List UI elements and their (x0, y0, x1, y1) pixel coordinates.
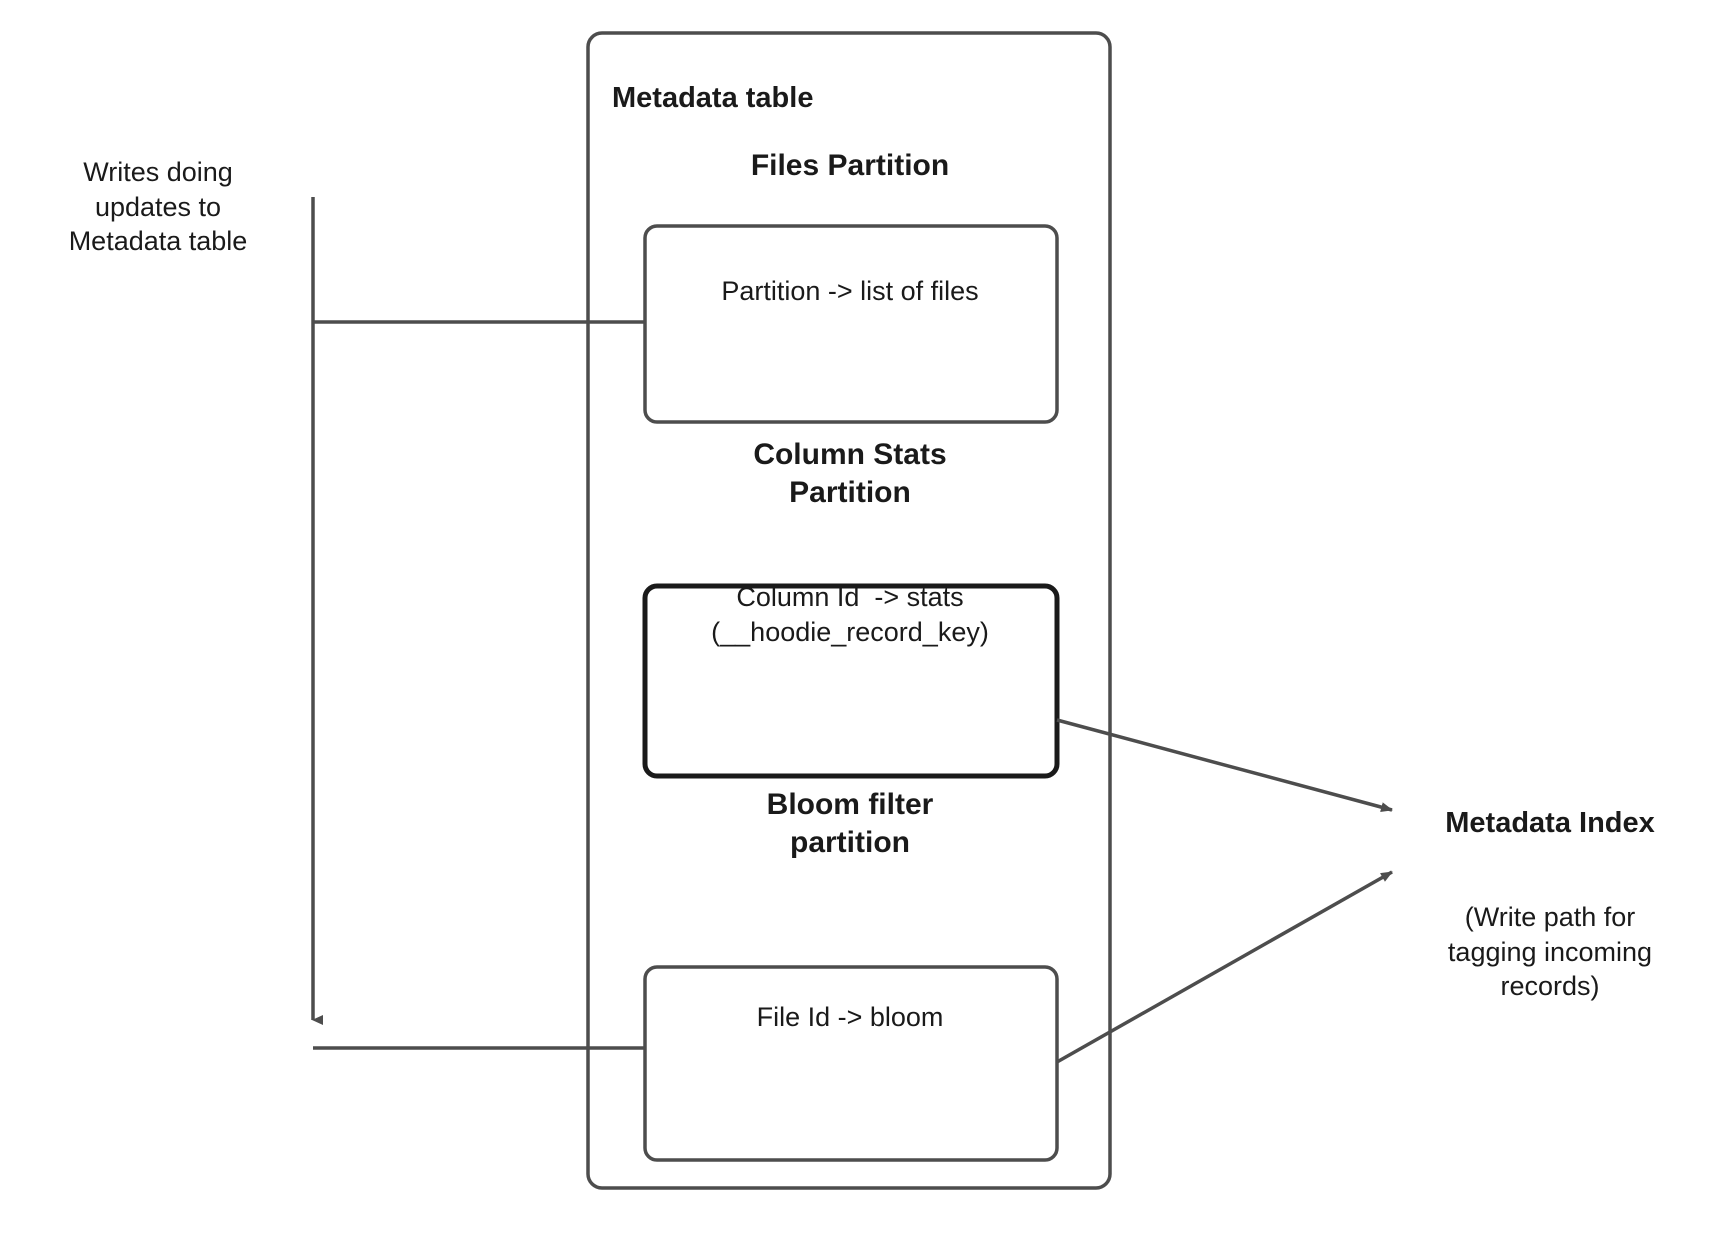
files-partition-heading: Files Partition (750, 149, 950, 182)
metadata-table-title: Metadata table (612, 82, 814, 114)
files-partition-box (643, 224, 1059, 424)
connector-column-stats-to-metadata-index (1056, 718, 1393, 812)
bloom-filter-partition-box (643, 965, 1059, 1162)
column-stats-partition-heading: Column Stats Partition (753, 438, 947, 510)
connector-bloom-to-metadata-index (1056, 870, 1393, 1064)
bloom-filter-partition-box-label: File Id -> bloom (756, 1002, 944, 1032)
column-stats-partition-box-label: Column Id -> stats (__hoodie_record_key) (711, 582, 989, 647)
metadata-index-title: Metadata Index (1445, 807, 1655, 839)
files-partition-box-label: Partition -> list of files (721, 276, 979, 306)
bloom-filter-partition-heading: Bloom filter partition (766, 788, 934, 860)
writes-note-label: Writes doing updates to Metadata table (68, 157, 248, 257)
metadata-index-note: (Write path for tagging incoming records… (1447, 902, 1653, 1002)
